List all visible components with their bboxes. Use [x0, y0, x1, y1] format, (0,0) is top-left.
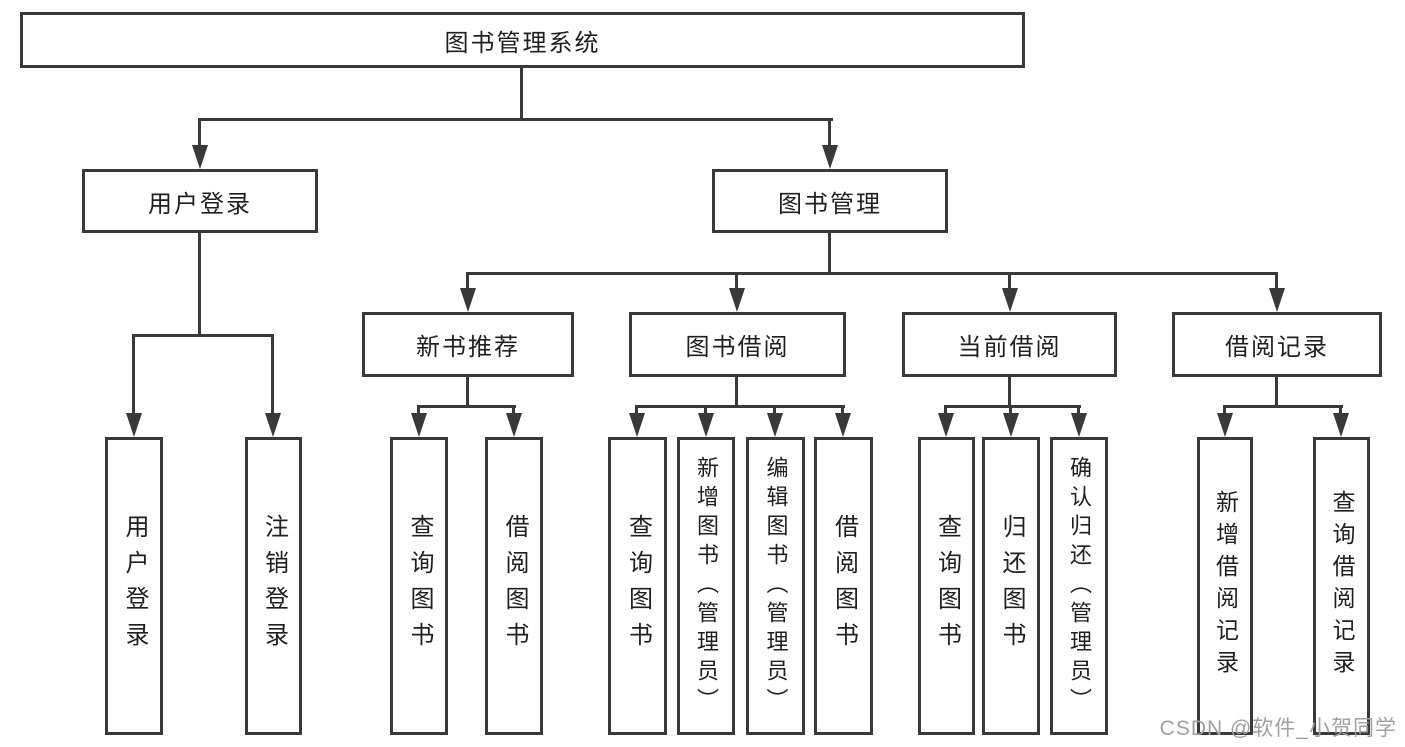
connector-arrowhead	[1002, 288, 1018, 312]
connector-arrowhead	[698, 413, 714, 437]
connector-arrowhead	[1217, 413, 1233, 437]
node-label: 查询图书	[933, 514, 961, 658]
node-label: 图书管理系统	[444, 29, 601, 57]
connector-vline	[828, 233, 831, 275]
connector-arrowhead	[126, 413, 142, 437]
leaf-borrow-book-1: 借阅图书	[485, 437, 543, 735]
node-root: 图书管理系统	[20, 12, 1025, 68]
node-borrow-records: 借阅记录	[1172, 312, 1382, 377]
connector-arrowhead	[1269, 288, 1285, 312]
node-label: 新增借阅记录	[1212, 490, 1239, 682]
node-label: 新书推荐	[416, 334, 520, 361]
leaf-query-book-2: 查询图书	[608, 437, 667, 735]
node-label: 图书借阅	[685, 334, 790, 361]
leaf-user-login: 用户登录	[105, 437, 163, 735]
connector-vline	[1275, 272, 1278, 292]
connector-arrowhead	[835, 413, 851, 437]
leaf-query-book-3: 查询图书	[918, 437, 975, 735]
connector-arrowhead	[822, 145, 838, 169]
connector-vline	[466, 377, 469, 408]
node-label: 确认归还（管理员）	[1067, 455, 1092, 717]
node-label: 用户登录	[148, 190, 252, 218]
connector-arrowhead	[411, 413, 427, 437]
connector-vline	[198, 118, 201, 152]
connector-vline	[520, 66, 523, 120]
connector-arrowhead	[506, 413, 522, 437]
connector-hline	[466, 272, 1278, 275]
connector-arrowhead	[629, 413, 645, 437]
connector-vline	[512, 405, 515, 419]
connector-vline	[417, 405, 420, 419]
leaf-logout-login: 注销登录	[245, 437, 302, 735]
node-new-book-recommend: 新书推荐	[362, 312, 574, 377]
leaf-query-borrow-record: 查询借阅记录	[1313, 437, 1370, 735]
csdn-watermark: CSDN @软件_小贺同学	[1159, 717, 1397, 740]
node-label: 查询图书	[406, 514, 433, 658]
node-label: 借阅图书	[501, 514, 528, 658]
connector-arrowhead	[1333, 413, 1349, 437]
connector-vline	[841, 405, 844, 419]
connector-vline	[635, 405, 638, 419]
node-label: 图书管理	[778, 190, 882, 218]
connector-vline	[773, 405, 776, 419]
connector-vline	[466, 272, 469, 292]
connector-arrowhead	[265, 413, 281, 437]
connector-vline	[271, 334, 274, 416]
node-label: 当前借阅	[957, 334, 1062, 361]
node-label: 归还图书	[998, 514, 1025, 658]
node-label: 注销登录	[260, 514, 288, 658]
connector-arrowhead	[460, 288, 476, 312]
connector-arrowhead	[1003, 413, 1019, 437]
node-book-management: 图书管理	[712, 169, 948, 233]
leaf-borrow-book-2: 借阅图书	[814, 437, 873, 735]
connector-arrowhead	[938, 413, 954, 437]
connector-vline	[1275, 377, 1278, 408]
node-label: 借阅记录	[1225, 334, 1329, 361]
connector-vline	[944, 405, 947, 419]
node-label: 用户登录	[121, 514, 148, 658]
connector-vline	[735, 377, 738, 408]
connector-hline	[417, 405, 516, 408]
leaf-return-book: 归还图书	[982, 437, 1040, 735]
connector-vline	[1223, 405, 1226, 419]
node-label: 查询借阅记录	[1329, 490, 1355, 682]
leaf-confirm-return-admin: 确认归还（管理员）	[1050, 437, 1108, 735]
connector-vline	[198, 233, 201, 336]
node-user-login: 用户登录	[82, 169, 318, 233]
connector-arrowhead	[767, 413, 783, 437]
connector-hline	[132, 334, 274, 337]
node-label: 查询图书	[624, 514, 652, 658]
connector-hline	[198, 118, 833, 121]
connector-vline	[1008, 377, 1011, 408]
connector-vline	[1009, 405, 1012, 419]
connector-vline	[704, 405, 707, 419]
leaf-query-book-1: 查询图书	[390, 437, 448, 735]
connector-hline	[635, 405, 845, 408]
connector-hline	[1223, 405, 1343, 408]
connector-vline	[828, 118, 831, 152]
connector-arrowhead	[1071, 413, 1087, 437]
node-label: 编辑图书（管理员）	[763, 455, 789, 717]
connector-vline	[1077, 405, 1080, 419]
connector-vline	[1339, 405, 1342, 419]
node-label: 新增图书（管理员）	[694, 455, 719, 717]
node-current-borrow: 当前借阅	[902, 312, 1117, 377]
connector-arrowhead	[192, 145, 208, 169]
node-book-borrow: 图书借阅	[629, 312, 846, 377]
leaf-edit-book-admin: 编辑图书（管理员）	[746, 437, 805, 735]
leaf-add-book-admin: 新增图书（管理员）	[677, 437, 735, 735]
connector-vline	[132, 334, 135, 416]
connector-arrowhead	[729, 288, 745, 312]
connector-vline	[1008, 272, 1011, 292]
connector-hline	[944, 405, 1081, 408]
connector-vline	[735, 272, 738, 292]
leaf-add-borrow-record: 新增借阅记录	[1197, 437, 1253, 735]
node-label: 借阅图书	[830, 514, 858, 658]
